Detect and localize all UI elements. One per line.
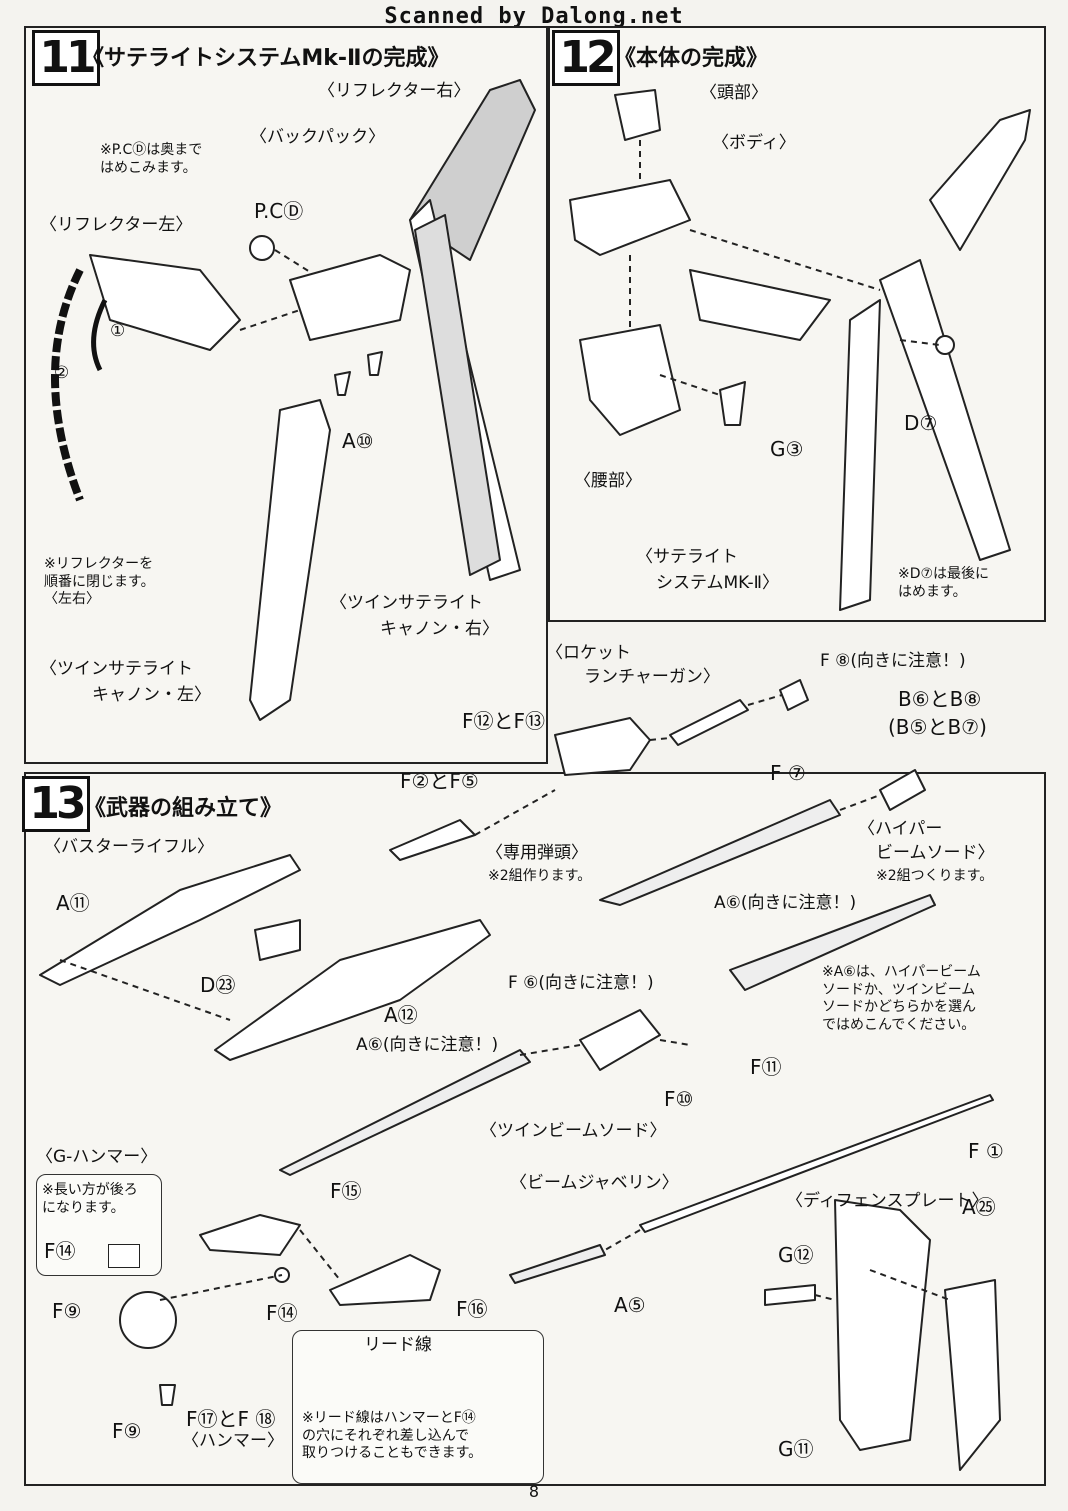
cannon-left-label-2: キャノン・左〉 <box>92 685 211 705</box>
cannon-right-label-2: キャノン・右〉 <box>380 619 499 639</box>
body-label: 〈ボディ〉 <box>712 133 796 153</box>
reflector-right-label: 〈リフレクター右〉 <box>318 81 471 101</box>
hammer-note-box <box>36 1174 162 1276</box>
g11-label: G⑪ <box>778 1437 814 1461</box>
cannon-right-label-1: 〈ツインサテライト <box>330 593 483 613</box>
lead-wire-box <box>292 1330 544 1484</box>
b5b7-label: (B⑤とB⑦) <box>888 715 987 739</box>
d23-label: D㉓ <box>200 973 236 997</box>
f9-top-label: F⑨ <box>52 1299 82 1323</box>
pcd-note: ※P.CⒹは奥まで はめこみます。 <box>100 142 203 176</box>
hammer-note: ※長い方が後ろ になります。 <box>42 1182 138 1216</box>
a6-mid-label: A⑥(向きに注意！) <box>356 1035 499 1055</box>
hyper-label-1: 〈ハイパー <box>858 819 943 839</box>
f14-box-label: F⑭ <box>44 1239 76 1263</box>
reflector-left-label: 〈リフレクター左〉 <box>40 215 193 235</box>
a10-label: A⑩ <box>342 429 374 453</box>
hyper-note: ※2組つくります。 <box>876 868 994 884</box>
f1-label: F ① <box>968 1139 1004 1163</box>
warhead-note: ※2組作ります。 <box>488 868 592 884</box>
pcd-label: P.CⒹ <box>254 199 304 223</box>
page-number: 8 <box>528 1482 540 1501</box>
f12f13-label: F⑫とF⑬ <box>462 709 546 733</box>
head-label: 〈頭部〉 <box>700 83 768 103</box>
f16-label: F⑯ <box>456 1297 488 1321</box>
beam-javelin-label: 〈ビームジャベリン〉 <box>510 1173 679 1193</box>
a25-label: A㉕ <box>962 1195 996 1219</box>
a5-label: A⑤ <box>614 1293 646 1317</box>
lead-wire-label: リード線 <box>364 1335 432 1355</box>
satellite-label-2: システムMK-Ⅱ〉 <box>656 573 780 593</box>
hammer-label: 〈ハンマー〉 <box>182 1431 284 1451</box>
a12-label: A⑫ <box>384 1003 418 1027</box>
step-13-title: 《武器の組み立て》 <box>84 796 283 821</box>
step-13-number: 13 <box>22 776 90 832</box>
warhead-label: 〈専用弾頭〉 <box>486 843 588 863</box>
g12-label: G⑫ <box>778 1243 814 1267</box>
f15-label: F⑮ <box>330 1179 362 1203</box>
f14-part-icon <box>108 1244 140 1268</box>
step2-marker: ② <box>54 363 70 383</box>
g3-label: G③ <box>770 437 804 461</box>
backpack-label: 〈バックパック〉 <box>250 127 386 147</box>
f11-label: F⑪ <box>750 1055 782 1079</box>
reflector-note: ※リフレクターを 順番に閉じます。 〈左右〉 <box>44 556 155 607</box>
f9-bottom-label: F⑨ <box>112 1419 142 1443</box>
a6-top-label: A⑥(向きに注意！) <box>714 893 857 913</box>
f10-label: F⑩ <box>664 1087 694 1111</box>
satellite-label-1: 〈サテライト <box>636 547 738 567</box>
rocket-label-1: 〈ロケット <box>546 643 631 663</box>
d7-note: ※D⑦は最後に はめます。 <box>898 566 990 600</box>
b6b8-label: B⑥とB⑧ <box>898 687 982 711</box>
d7-label: D⑦ <box>904 411 938 435</box>
rocket-label-2: ランチャーガン〉 <box>584 667 720 687</box>
hyper-label-2: ビームソード〉 <box>876 843 995 863</box>
waist-label: 〈腰部〉 <box>574 471 642 491</box>
step-11-number: 11 <box>32 30 100 86</box>
f7-label: F ⑦ <box>770 761 806 785</box>
f2f5-label: F②とF⑤ <box>400 769 479 793</box>
buster-label: 〈バスターライフル〉 <box>44 837 214 857</box>
defense-plate-label: 〈ディフェンスプレート〉 <box>786 1191 989 1211</box>
step-11-title: 《サテライトシステムMk-Ⅱの完成》 <box>82 46 450 71</box>
step1-marker: ① <box>110 321 126 341</box>
watermark: Scanned by Dalong.net <box>384 4 684 29</box>
twin-beam-label: 〈ツインビームソード〉 <box>480 1121 667 1141</box>
g-hammer-label: 〈G-ハンマー〉 <box>36 1147 158 1167</box>
a6-note: ※A⑥は、ハイパービーム ソードか、ツインビーム ソードかどちらかを選ん ではめ… <box>822 964 981 1033</box>
step-12-title: 《本体の完成》 <box>614 46 769 71</box>
f14-label: F⑭ <box>266 1301 298 1325</box>
f8-label: F ⑧(向きに注意！) <box>820 651 966 671</box>
lead-wire-note: ※リード線はハンマーとF⑭ の穴にそれぞれ差し込んで 取りつけることもできます。 <box>302 1410 483 1461</box>
f17f18-label: F⑰とF ⑱ <box>186 1407 276 1431</box>
cannon-left-label-1: 〈ツインサテライト <box>40 659 193 679</box>
step-12-number: 12 <box>552 30 620 86</box>
a11-label: A⑪ <box>56 891 90 915</box>
f6-label: F ⑥(向きに注意！) <box>508 973 654 993</box>
